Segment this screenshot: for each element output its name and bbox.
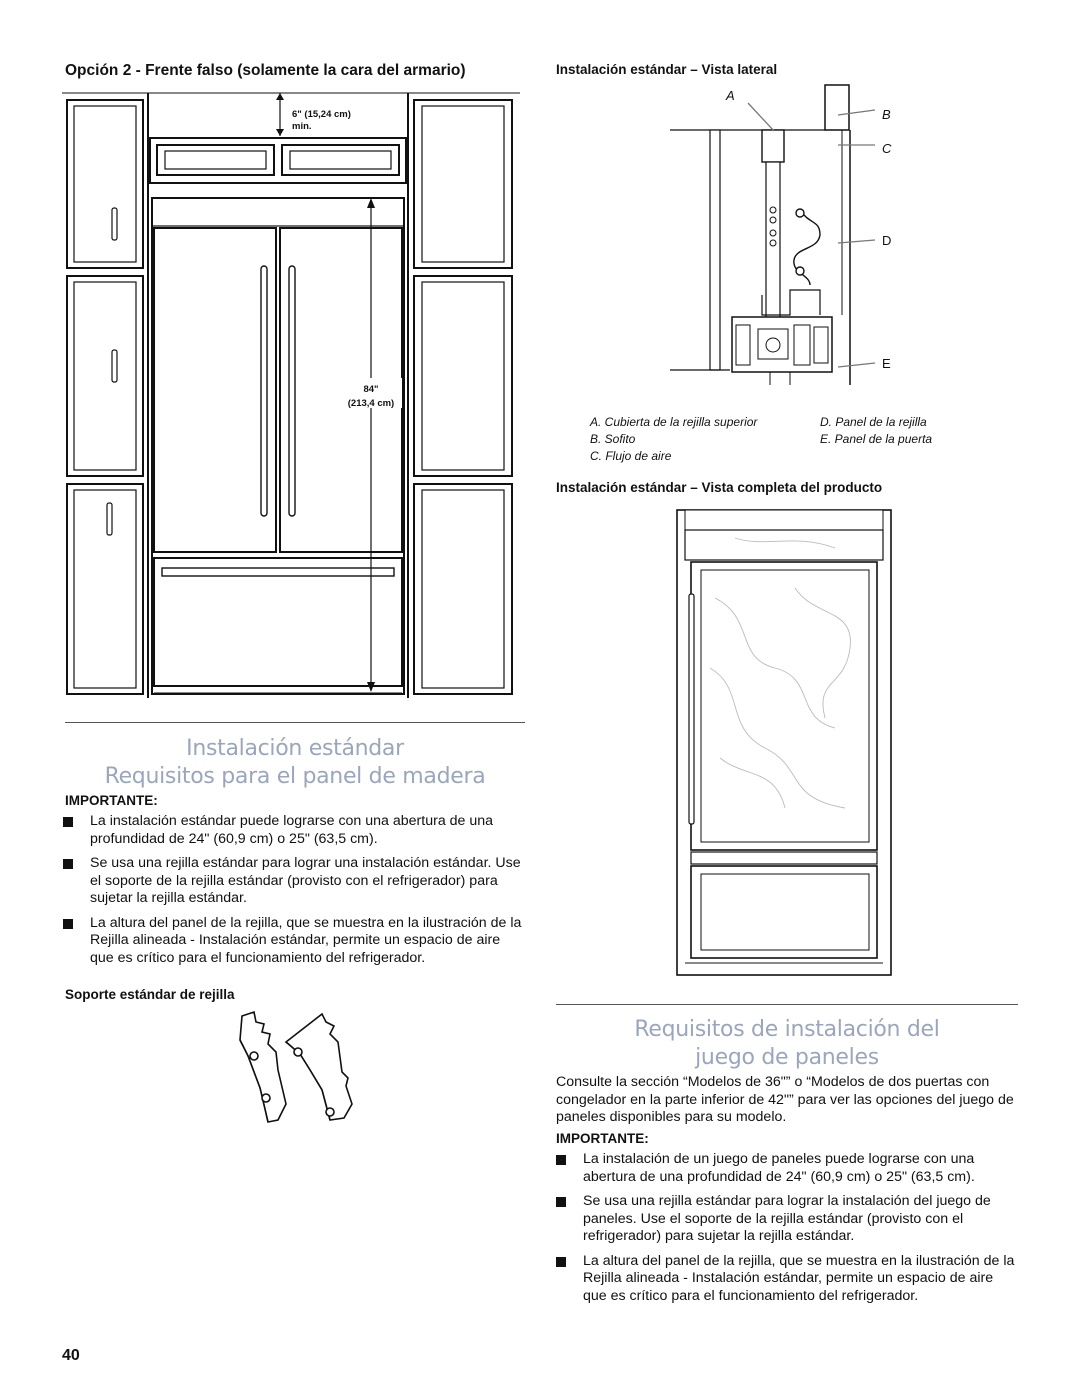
list-item: La instalación de un juego de paneles pu… [556, 1151, 1018, 1186]
bullet-list-right: La instalación de un juego de paneles pu… [556, 1151, 1018, 1312]
page-number: 40 [62, 1347, 80, 1364]
bullet-text: La altura del panel de la rejilla, que s… [583, 1252, 1015, 1304]
legend-a: A. Cubierta de la rejilla superior [590, 415, 758, 429]
label-a: A [726, 88, 735, 103]
bullet-square [556, 1155, 566, 1165]
legend-b: B. Sofito [590, 432, 636, 446]
list-item: La altura del panel de la rejilla, que s… [556, 1253, 1018, 1306]
bullet-square [556, 1197, 566, 1207]
bracket-left [239, 1010, 287, 1123]
bullet-text: Se usa una rejilla estándar para lograr … [583, 1193, 991, 1244]
label-c: C [882, 141, 892, 156]
divider-right [556, 1004, 1018, 1005]
full-product-illustration [676, 509, 892, 976]
list-item: Se usa una rejilla estándar para lograr … [63, 855, 525, 908]
bullet-list-left: La instalación estándar puede lograrse c… [63, 813, 525, 974]
bracket-heading: Soporte estándar de rejilla [65, 987, 235, 1002]
list-item: Se usa una rejilla estándar para lograr … [556, 1193, 1018, 1246]
right-cabinets [413, 99, 513, 695]
bullet-text: La instalación de un juego de paneles pu… [583, 1151, 975, 1185]
left-cabinets [66, 99, 144, 695]
section-title-line2: juego de paneles [695, 1045, 879, 1070]
dim-height-label: 84" (213,4 cm) [336, 383, 406, 411]
section-title-line1: Instalación estándar [186, 736, 404, 761]
dim-height-line1: 84" [363, 384, 379, 395]
label-b: B [882, 107, 891, 122]
list-item: La altura del panel de la rejilla, que s… [63, 915, 525, 968]
section-title-line1: Requisitos de instalación del [634, 1017, 940, 1042]
bullet-square [556, 1256, 566, 1267]
label-e: E [882, 356, 891, 371]
legend-c: C. Flujo de aire [590, 449, 672, 463]
bullet-text: Se usa una rejilla estándar para lograr … [90, 855, 521, 906]
important-label-left: IMPORTANTE: [65, 793, 158, 808]
dim-top-line1: 6" (15,24 cm) [292, 109, 351, 120]
important-label-right: IMPORTANTE: [556, 1131, 649, 1146]
section-title-panel-kit: Requisitos de instalación del juego de p… [556, 1016, 1018, 1072]
dim-top-label: 6" (15,24 cm) min. [292, 109, 351, 133]
intro-paragraph: Consulte la sección “Modelos de 36"” o “… [556, 1074, 1014, 1125]
bullet-square [63, 817, 73, 827]
legend-d: D. Panel de la rejilla [820, 415, 927, 429]
bullet-square [63, 859, 73, 869]
bracket-right [284, 1012, 353, 1121]
divider-left [65, 722, 525, 723]
dim-top-line2: min. [292, 121, 312, 132]
side-view-illustration [670, 84, 876, 385]
full-view-heading: Instalación estándar – Vista completa de… [556, 480, 883, 495]
side-view-heading: Instalación estándar – Vista lateral [556, 62, 778, 77]
grille-bracket-illustration [239, 1010, 353, 1123]
option-heading: Opción 2 - Frente falso (solamente la ca… [65, 62, 466, 79]
dim-height-line2: (213,4 cm) [347, 398, 395, 409]
legend-e: E. Panel de la puerta [820, 432, 933, 446]
section-title-line2: Requisitos para el panel de madera [104, 764, 486, 789]
fridge-cabinet-illustration [62, 92, 520, 698]
list-item: La instalación estándar puede lograrse c… [63, 813, 525, 848]
label-d: D [882, 233, 892, 248]
bullet-text: La altura del panel de la rejilla, que s… [90, 914, 522, 966]
bullet-square [63, 918, 73, 929]
bullet-text: La instalación estándar puede lograrse c… [90, 813, 494, 847]
section-title-wood-panel: Instalación estándar Requisitos para el … [65, 735, 525, 791]
